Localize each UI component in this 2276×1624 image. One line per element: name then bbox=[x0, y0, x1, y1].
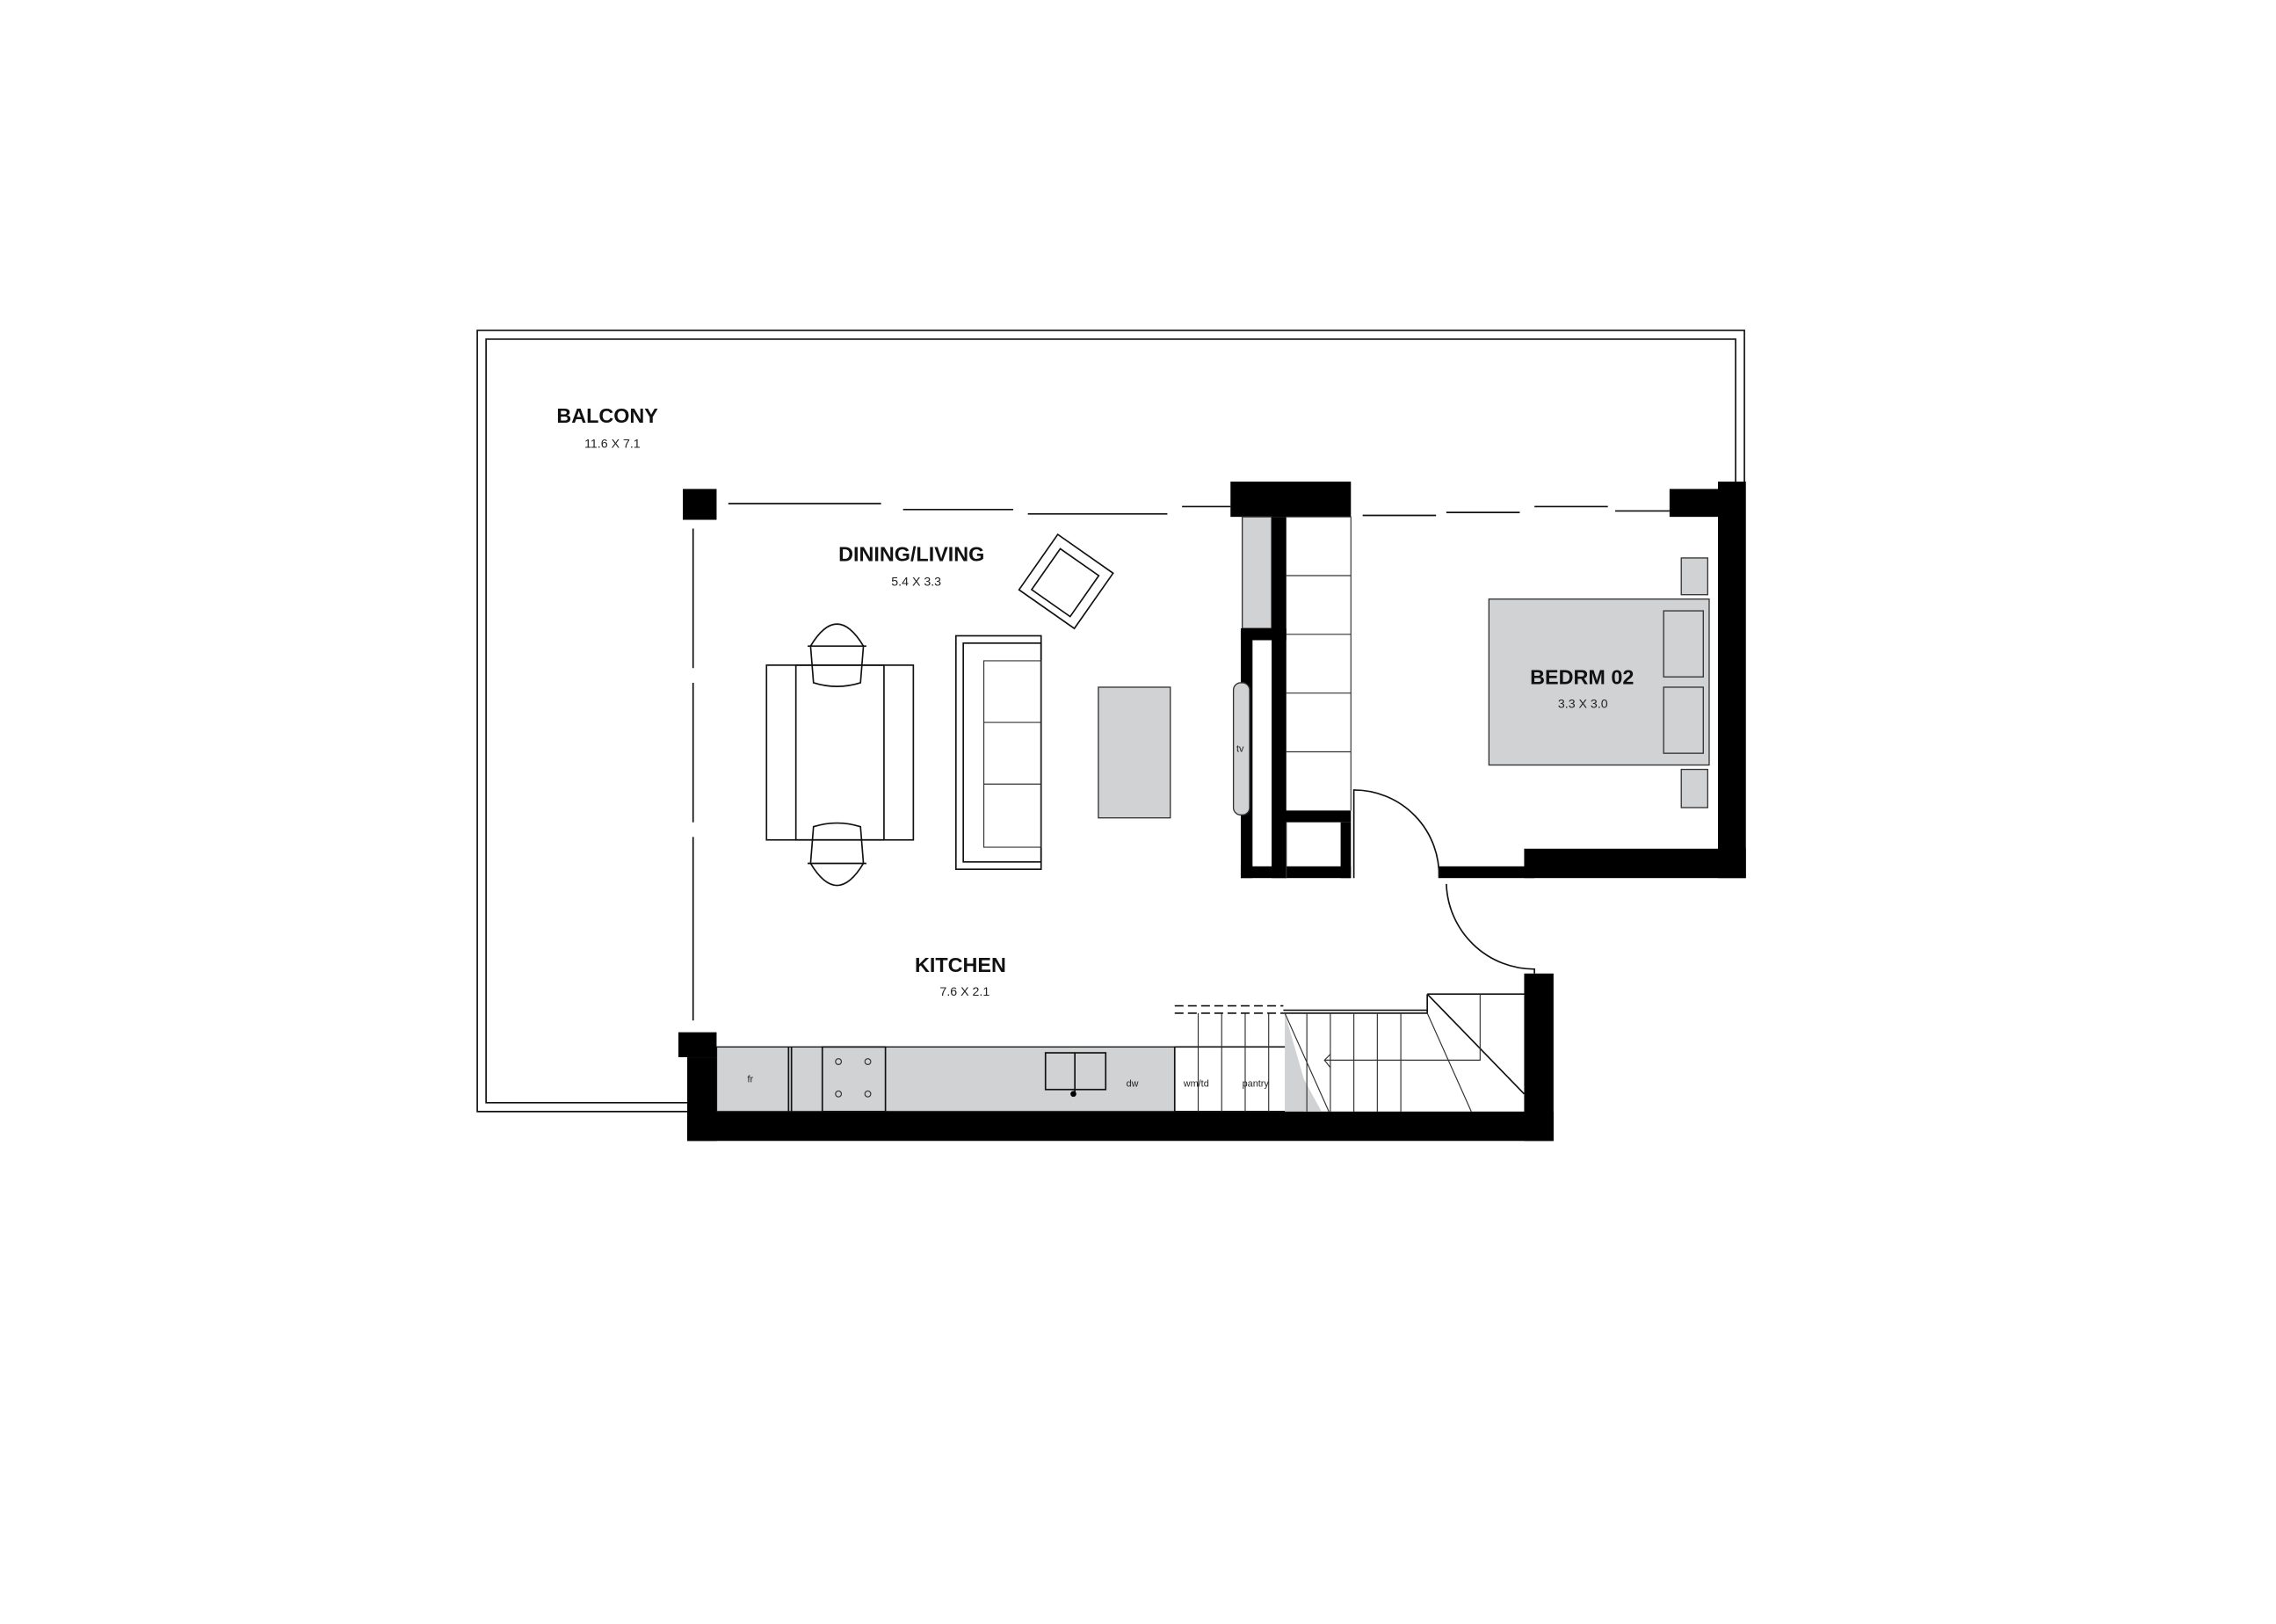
coffee-table bbox=[1098, 686, 1171, 819]
laundry-label: wm/td bbox=[1183, 1078, 1209, 1089]
window-line bbox=[692, 503, 1670, 1021]
bed bbox=[1488, 557, 1710, 808]
armchair bbox=[1018, 533, 1114, 630]
column bbox=[683, 489, 717, 520]
balcony-outline bbox=[476, 330, 1745, 1113]
room-bedroom-02: BEDRM 02 3.3 X 3.0 bbox=[1530, 666, 1634, 712]
cooktop bbox=[821, 1046, 887, 1113]
room-dining-living: DINING/LIVING 5.4 X 3.3 bbox=[838, 542, 984, 589]
walls bbox=[678, 482, 1746, 1142]
stairs bbox=[1283, 993, 1526, 1113]
pantry-label: pantry bbox=[1243, 1078, 1270, 1089]
entry-door[interactable] bbox=[1446, 883, 1535, 974]
sofa bbox=[954, 634, 1042, 870]
dining-table bbox=[765, 623, 915, 887]
room-name: BEDRM 02 bbox=[1530, 666, 1634, 689]
room-name: DINING/LIVING bbox=[838, 542, 984, 565]
dishwasher-label: dw bbox=[1127, 1078, 1139, 1089]
room-name: BALCONY bbox=[556, 404, 658, 427]
fridge-label: fr bbox=[748, 1074, 754, 1084]
room-size: 5.4 X 3.3 bbox=[891, 576, 941, 590]
room-balcony: BALCONY 11.6 X 7.1 bbox=[556, 404, 658, 451]
room-name: KITCHEN bbox=[915, 953, 1006, 976]
kitchen-counter: fr dw bbox=[715, 1046, 1176, 1113]
room-size: 3.3 X 3.0 bbox=[1558, 697, 1608, 711]
bedroom-door[interactable] bbox=[1352, 789, 1440, 879]
room-size: 11.6 X 7.1 bbox=[584, 438, 641, 452]
room-size: 7.6 X 2.1 bbox=[939, 985, 989, 999]
room-kitchen: KITCHEN 7.6 X 2.1 bbox=[915, 953, 1006, 999]
laundry-pantry: wm/td pantry bbox=[1173, 1004, 1304, 1113]
tv-label: tv bbox=[1236, 743, 1244, 754]
tv-unit: tv bbox=[1232, 682, 1250, 816]
